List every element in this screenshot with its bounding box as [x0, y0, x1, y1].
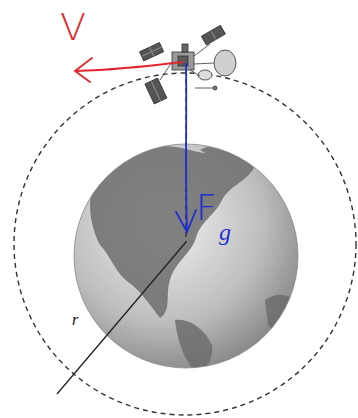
gravity-arrow: [176, 64, 196, 232]
force-label: F: [196, 190, 217, 226]
radius-label: r: [72, 312, 78, 328]
orbit-path: [14, 73, 356, 415]
velocity-label: V: [60, 8, 86, 46]
velocity-arrow: [75, 58, 182, 82]
radius-line: [57, 242, 186, 394]
force-subscript: g: [219, 220, 231, 244]
